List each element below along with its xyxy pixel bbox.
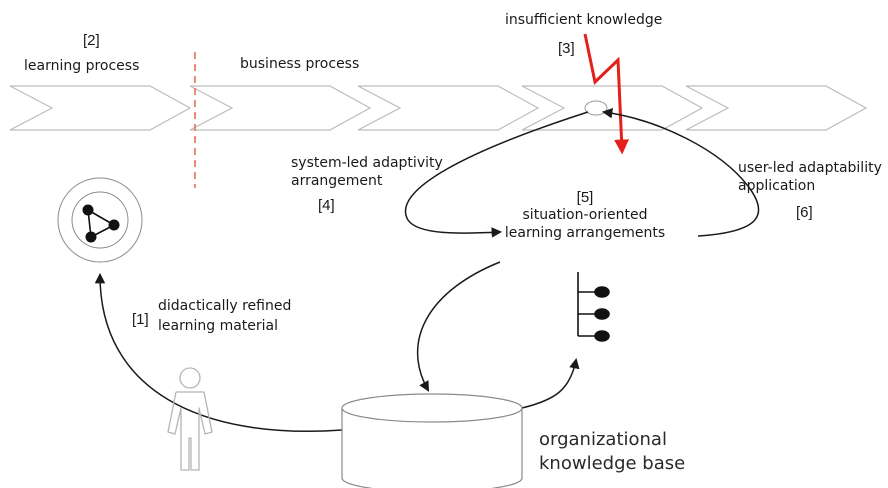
knowledge-base-label-line2: knowledge base bbox=[539, 453, 686, 474]
system-led-label-line2: arrangement bbox=[291, 173, 383, 189]
learning-process-label: learning process bbox=[24, 58, 140, 74]
document-tree-icon bbox=[577, 272, 610, 342]
person-icon bbox=[167, 367, 213, 471]
kb-to-documents-arrow bbox=[521, 357, 580, 409]
business-process-label: business process bbox=[240, 56, 360, 72]
learning-process-number: [2] bbox=[83, 32, 100, 49]
chevron-4 bbox=[521, 85, 704, 131]
arrangements-to-kb-arrow bbox=[417, 261, 501, 392]
knowledge-base-label-line1: organizational bbox=[539, 429, 667, 450]
situation-oriented-label-line2: learning arrangements bbox=[504, 225, 666, 241]
network-circle-icon bbox=[57, 177, 143, 263]
insufficient-knowledge-label: insufficient knowledge bbox=[505, 12, 663, 28]
user-led-arrow bbox=[601, 107, 760, 237]
chevron-3 bbox=[357, 85, 540, 131]
system-led-arrow bbox=[404, 111, 589, 238]
chevron-2 bbox=[189, 85, 372, 131]
knowledge-gap-marker bbox=[584, 100, 608, 116]
kb-to-material-arrow bbox=[94, 272, 343, 432]
user-led-number: [6] bbox=[796, 204, 813, 221]
process-chevrons bbox=[9, 85, 868, 131]
system-led-number: [4] bbox=[318, 197, 335, 214]
system-led-label-line1: system-led adaptivity bbox=[291, 155, 443, 171]
user-led-label-line2: application bbox=[738, 178, 816, 194]
didactic-material-label-line2: learning material bbox=[158, 318, 278, 334]
chevron-5 bbox=[685, 85, 868, 131]
knowledge-base-cylinder bbox=[341, 393, 523, 488]
chevron-1 bbox=[9, 85, 192, 131]
didactic-material-number: [1] bbox=[132, 311, 149, 328]
user-led-label-line1: user-led adaptability bbox=[738, 160, 882, 176]
situation-oriented-label-line1: situation-oriented bbox=[522, 207, 648, 223]
lightning-bolt bbox=[583, 33, 630, 155]
situation-oriented-number: [5] bbox=[576, 189, 594, 206]
didactic-material-label-line1: didactically refined bbox=[158, 298, 292, 314]
insufficient-knowledge-number: [3] bbox=[558, 40, 575, 57]
